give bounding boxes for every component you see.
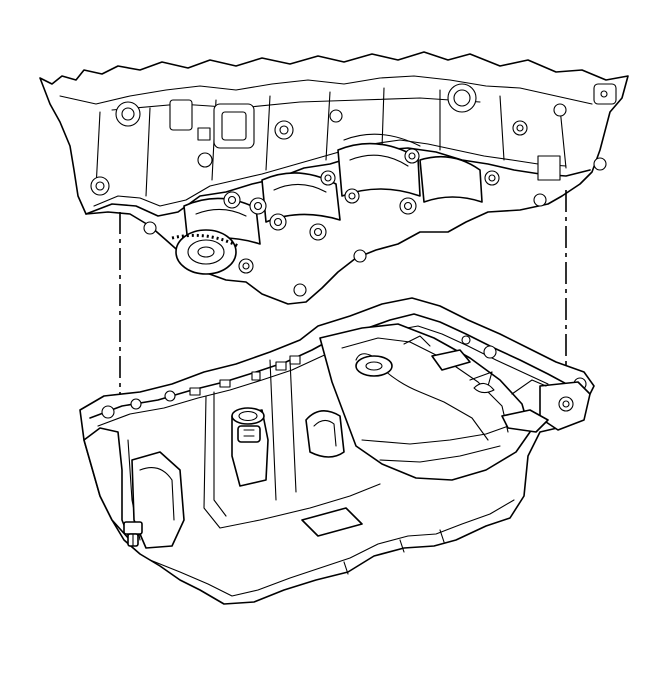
engine-block <box>39 51 629 305</box>
oil-pan <box>79 297 595 605</box>
oil-pan-bottom-edge <box>149 499 515 597</box>
block-lower-flange <box>85 147 591 217</box>
oil-pan-flat-pad <box>301 507 363 537</box>
oil-pan-inner-wall <box>203 395 381 529</box>
block-rib <box>95 111 101 189</box>
oil-pan-rail-holes <box>101 335 587 419</box>
block-deck-line <box>59 75 593 105</box>
oil-pickup-tube <box>231 407 269 487</box>
crankshaft-gear <box>175 229 237 275</box>
oil-pan-baffle <box>305 410 345 458</box>
drain-plug <box>123 521 143 547</box>
main-cap-bolts <box>143 148 547 297</box>
block-flange-inner <box>93 139 567 207</box>
